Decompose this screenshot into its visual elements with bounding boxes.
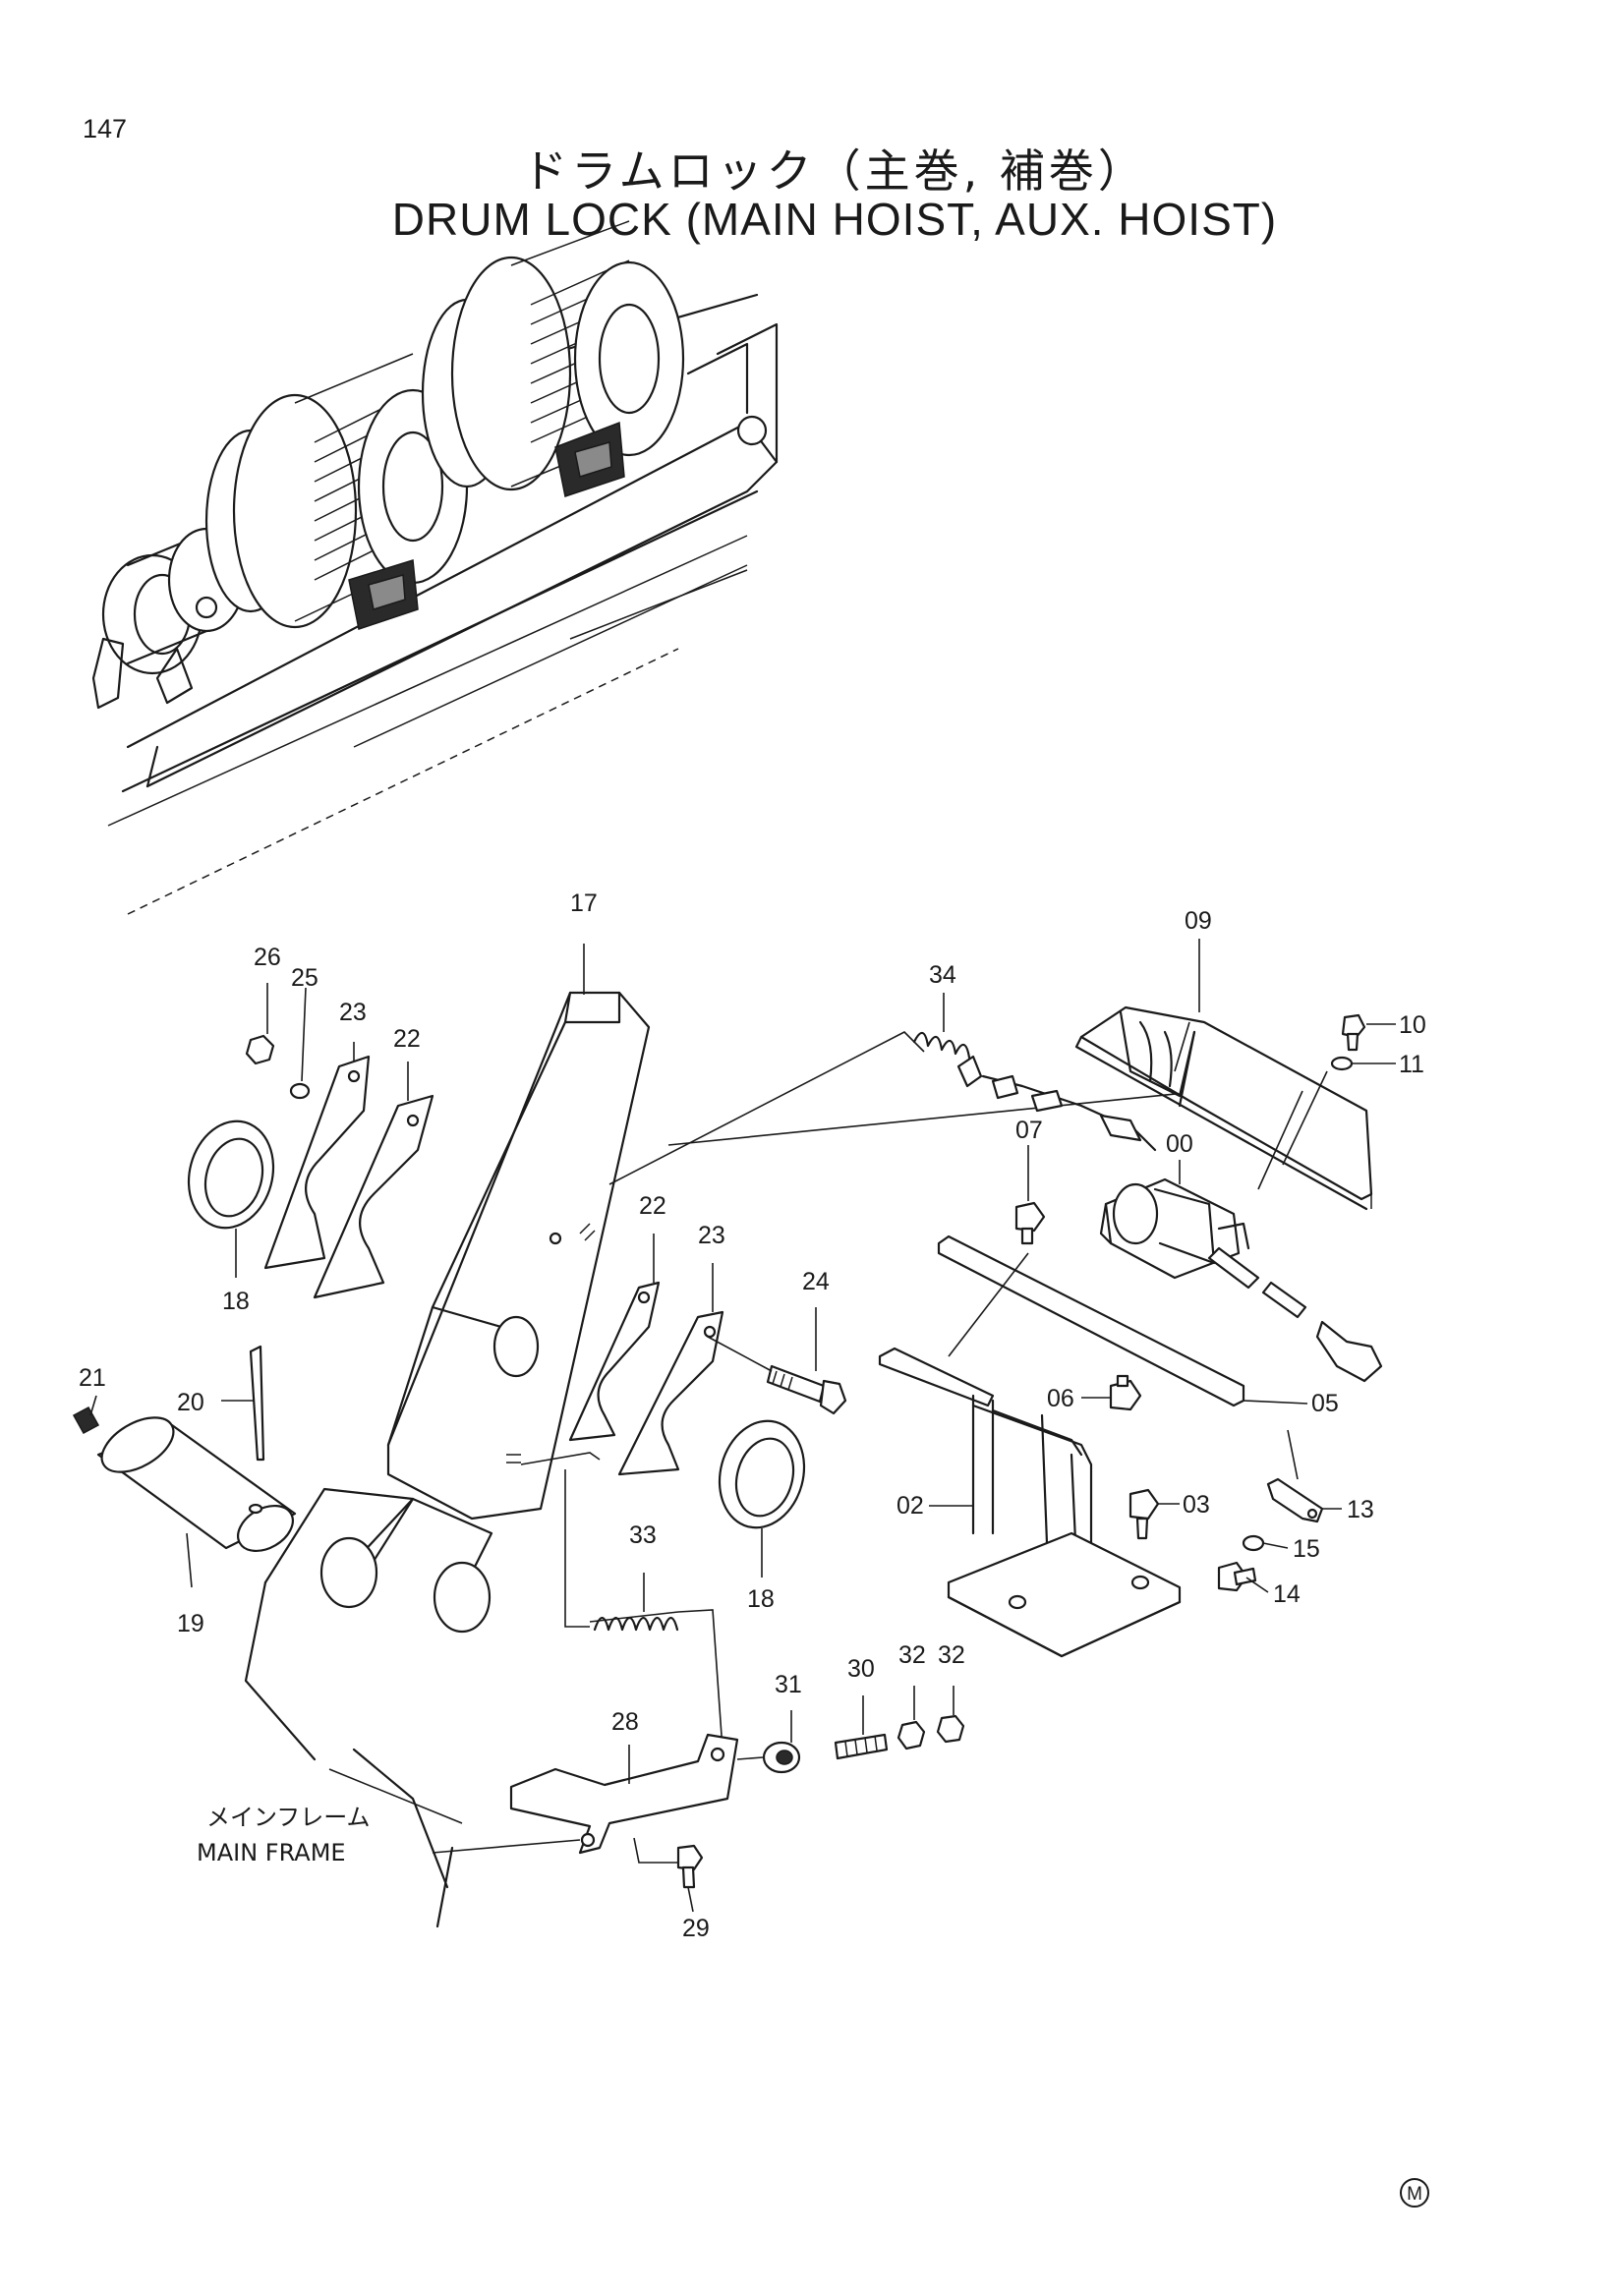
callout-05: 05 — [1311, 1390, 1339, 1417]
bolt-part-03 — [1128, 1488, 1160, 1540]
grease-fitting-part-21 — [72, 1406, 100, 1435]
callout-32-a: 32 — [898, 1641, 926, 1669]
callout-10: 10 — [1399, 1011, 1426, 1039]
callout-24: 24 — [802, 1268, 830, 1295]
callout-22-right: 22 — [639, 1192, 666, 1220]
bracket-part-13 — [1266, 1477, 1324, 1523]
washer-part-15 — [1242, 1534, 1265, 1552]
callout-26: 26 — [254, 944, 281, 971]
callout-34: 34 — [929, 961, 956, 989]
ring-part-18-right — [718, 1419, 806, 1529]
ring-part-18-left — [187, 1119, 275, 1230]
callout-18: 18 — [222, 1288, 250, 1315]
page-number: 147 — [83, 114, 128, 144]
lock-plate-part-22-right — [568, 1281, 661, 1442]
callout-25: 25 — [291, 964, 318, 992]
title-english: DRUM LOCK (MAIN HOIST, AUX. HOIST) — [391, 194, 1278, 245]
callout-13: 13 — [1347, 1496, 1374, 1523]
washer-part-25 — [289, 1082, 311, 1100]
drum-lock-exploded — [72, 939, 1396, 1928]
lock-plate-part-23-left — [263, 1055, 371, 1270]
lock-plate-part-22-left — [313, 1094, 434, 1299]
lock-plate-part-23-right — [617, 1310, 724, 1476]
bolt-part-29 — [676, 1844, 704, 1889]
callout-17: 17 — [570, 890, 598, 917]
callout-31: 31 — [775, 1671, 802, 1698]
callout-15: 15 — [1293, 1535, 1320, 1563]
callout-32-b: 32 — [938, 1641, 965, 1669]
stud-part-30 — [834, 1733, 889, 1760]
callout-09: 09 — [1185, 907, 1212, 935]
spacer-part-31 — [762, 1741, 801, 1774]
bolt-part-14 — [1217, 1561, 1257, 1592]
main-frame-bracket — [244, 1487, 493, 1928]
washer-part-11 — [1330, 1056, 1354, 1071]
nut-part-32-b — [936, 1714, 965, 1744]
callout-28: 28 — [611, 1708, 639, 1736]
callout-18-right: 18 — [747, 1585, 775, 1613]
winch-assembly-overview — [91, 220, 779, 915]
bolt-part-06 — [1109, 1374, 1142, 1411]
cover-part-09 — [1074, 1005, 1373, 1211]
callout-22: 22 — [393, 1025, 421, 1053]
spring-part-33 — [589, 1611, 679, 1632]
callout-30: 30 — [847, 1655, 875, 1683]
bracket-part-28 — [509, 1733, 739, 1855]
callout-03: 03 — [1183, 1491, 1210, 1519]
callout-07: 07 — [1015, 1117, 1043, 1144]
callout-06: 06 — [1047, 1385, 1074, 1412]
callout-20: 20 — [177, 1389, 204, 1416]
callout-14: 14 — [1273, 1580, 1301, 1608]
callout-23: 23 — [339, 999, 367, 1026]
callout-11: 11 — [1399, 1051, 1424, 1078]
cable-assembly — [981, 1074, 1157, 1152]
stand-part-02 — [878, 1347, 1182, 1658]
callout-19: 19 — [177, 1610, 204, 1637]
callout-29: 29 — [682, 1915, 710, 1942]
nut-part-32-a — [897, 1720, 926, 1751]
callout-33: 33 — [629, 1521, 657, 1549]
main-frame-label-japanese: メインフレーム — [206, 1804, 371, 1831]
cylinder-part-00 — [1099, 1177, 1383, 1383]
main-frame-label-english: MAIN FRAME — [197, 1839, 346, 1866]
lever-part-17 — [386, 991, 651, 1521]
bolt-part-07 — [1014, 1201, 1046, 1245]
callout-02: 02 — [897, 1492, 924, 1520]
callout-00: 00 — [1166, 1130, 1193, 1158]
spring-part-34 — [912, 1031, 983, 1088]
pin-part-19 — [96, 1416, 297, 1553]
cable-line — [608, 1031, 925, 1185]
cotter-pin-part-20 — [249, 1345, 265, 1462]
nut-part-26 — [245, 1034, 275, 1065]
bolt-part-24 — [766, 1364, 847, 1415]
part-callout-labels: 17 26 25 23 22 18 21 20 19 22 23 24 18 3… — [79, 890, 1426, 1942]
callout-21: 21 — [79, 1364, 106, 1392]
callout-23-right: 23 — [698, 1222, 725, 1249]
callout-leaders — [89, 939, 1396, 1913]
manufacturer-mark: M — [1400, 2178, 1429, 2208]
bolt-part-10 — [1341, 1013, 1366, 1052]
title-japanese: ドラムロック（主巻, 補巻） — [522, 144, 1147, 198]
